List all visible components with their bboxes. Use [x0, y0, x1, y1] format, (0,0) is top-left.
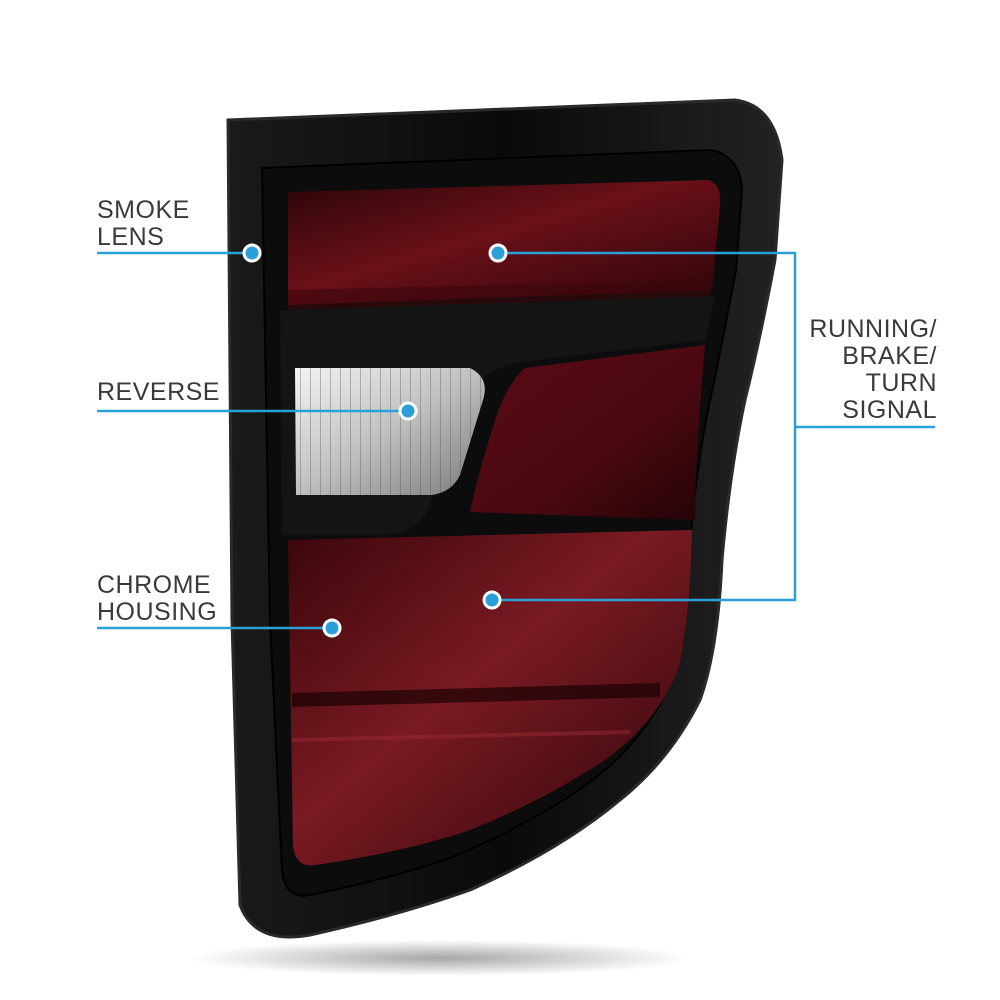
smoke-lens-label-line1: SMOKE [97, 196, 190, 224]
smoke-lens-label: SMOKE LENS [97, 197, 190, 251]
reverse-dot [398, 401, 418, 421]
middle-red-lens [470, 345, 705, 520]
callout-lines [97, 251, 935, 630]
chrome-housing-label-line1: CHROME [97, 571, 212, 599]
running-lower-dot [482, 590, 502, 610]
reverse-label-line1: REVERSE [97, 378, 220, 406]
reverse-label: REVERSE [97, 379, 220, 406]
chrome-housing-dot [322, 618, 342, 638]
callout-dots [242, 243, 508, 638]
running-label-line1: RUNNING/ [809, 315, 937, 343]
running-upper-dot [488, 243, 508, 263]
running-label-line2: BRAKE/ [842, 342, 937, 370]
running-label-line3: TURN [865, 369, 937, 397]
running-label-line4: SIGNAL [842, 396, 937, 424]
chrome-housing-label: CHROME HOUSING [97, 572, 217, 626]
upper-red-lens [288, 180, 721, 305]
chrome-housing-label-line2: HOUSING [97, 598, 218, 626]
smoke-lens-label-line2: LENS [97, 223, 165, 251]
floor-shadow [190, 940, 690, 976]
smoke-lens-dot [242, 243, 262, 263]
running-brake-turn-signal-label: RUNNING/ BRAKE/ TURN SIGNAL [809, 316, 937, 424]
